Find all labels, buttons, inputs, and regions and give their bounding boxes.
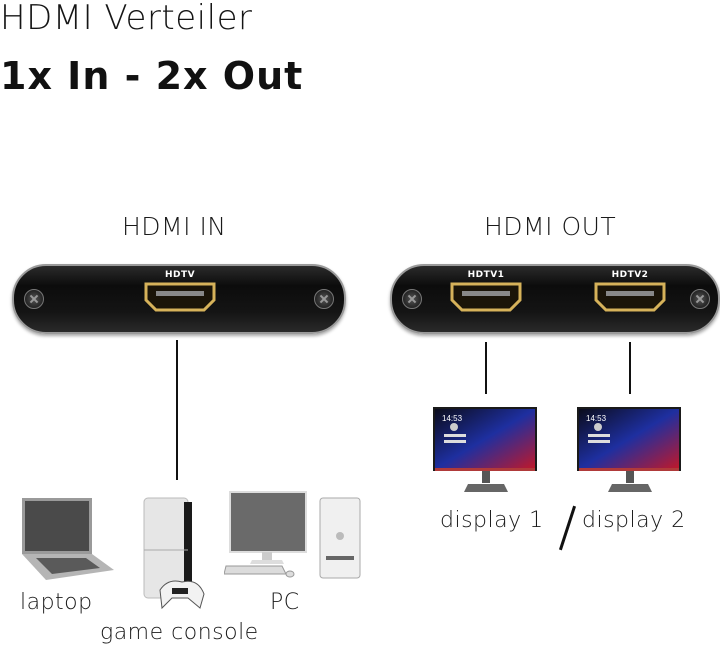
port-label-hdtv2: HDTV2 [611, 270, 649, 280]
laptop-icon [22, 498, 114, 580]
output-cable-2 [629, 342, 631, 394]
hdmi-in-plate: HDTV [12, 264, 346, 334]
display-2-label: display 2 [582, 508, 686, 533]
monitor-icon: 14:53 [433, 407, 537, 492]
output-cable-1 [485, 342, 487, 394]
desktop-pc-icon [224, 491, 361, 579]
separator-slash [558, 505, 577, 551]
game-console-icon [143, 497, 205, 610]
hdmi-port-icon [144, 282, 216, 312]
hdmi-out-plate: HDTV1 HDTV2 [390, 264, 720, 334]
screw-icon [690, 289, 710, 309]
port-label-hdtv: HDTV [164, 270, 196, 280]
hdmi-out-label: HDMI OUT [484, 212, 617, 241]
source-label-game-console: game console [100, 620, 259, 645]
port-label-hdtv1: HDTV1 [467, 270, 505, 280]
screw-icon [24, 289, 44, 309]
screw-icon [314, 289, 334, 309]
hdmi-port-icon [450, 282, 522, 312]
display-1-label: display 1 [440, 508, 544, 533]
title-line-2: 1x In - 2x Out [0, 54, 304, 98]
input-cable [176, 340, 178, 480]
source-label-laptop: laptop [20, 590, 93, 615]
screw-icon [402, 289, 422, 309]
clock-text: 14:53 [586, 414, 607, 423]
title-line-1: HDMI Verteiler [0, 0, 253, 38]
hdmi-port-icon [594, 282, 666, 312]
monitor-icon: 14:53 [577, 407, 681, 492]
source-label-pc: PC [270, 590, 300, 615]
clock-text: 14:53 [442, 414, 463, 423]
hdmi-in-label: HDMI IN [122, 212, 227, 241]
